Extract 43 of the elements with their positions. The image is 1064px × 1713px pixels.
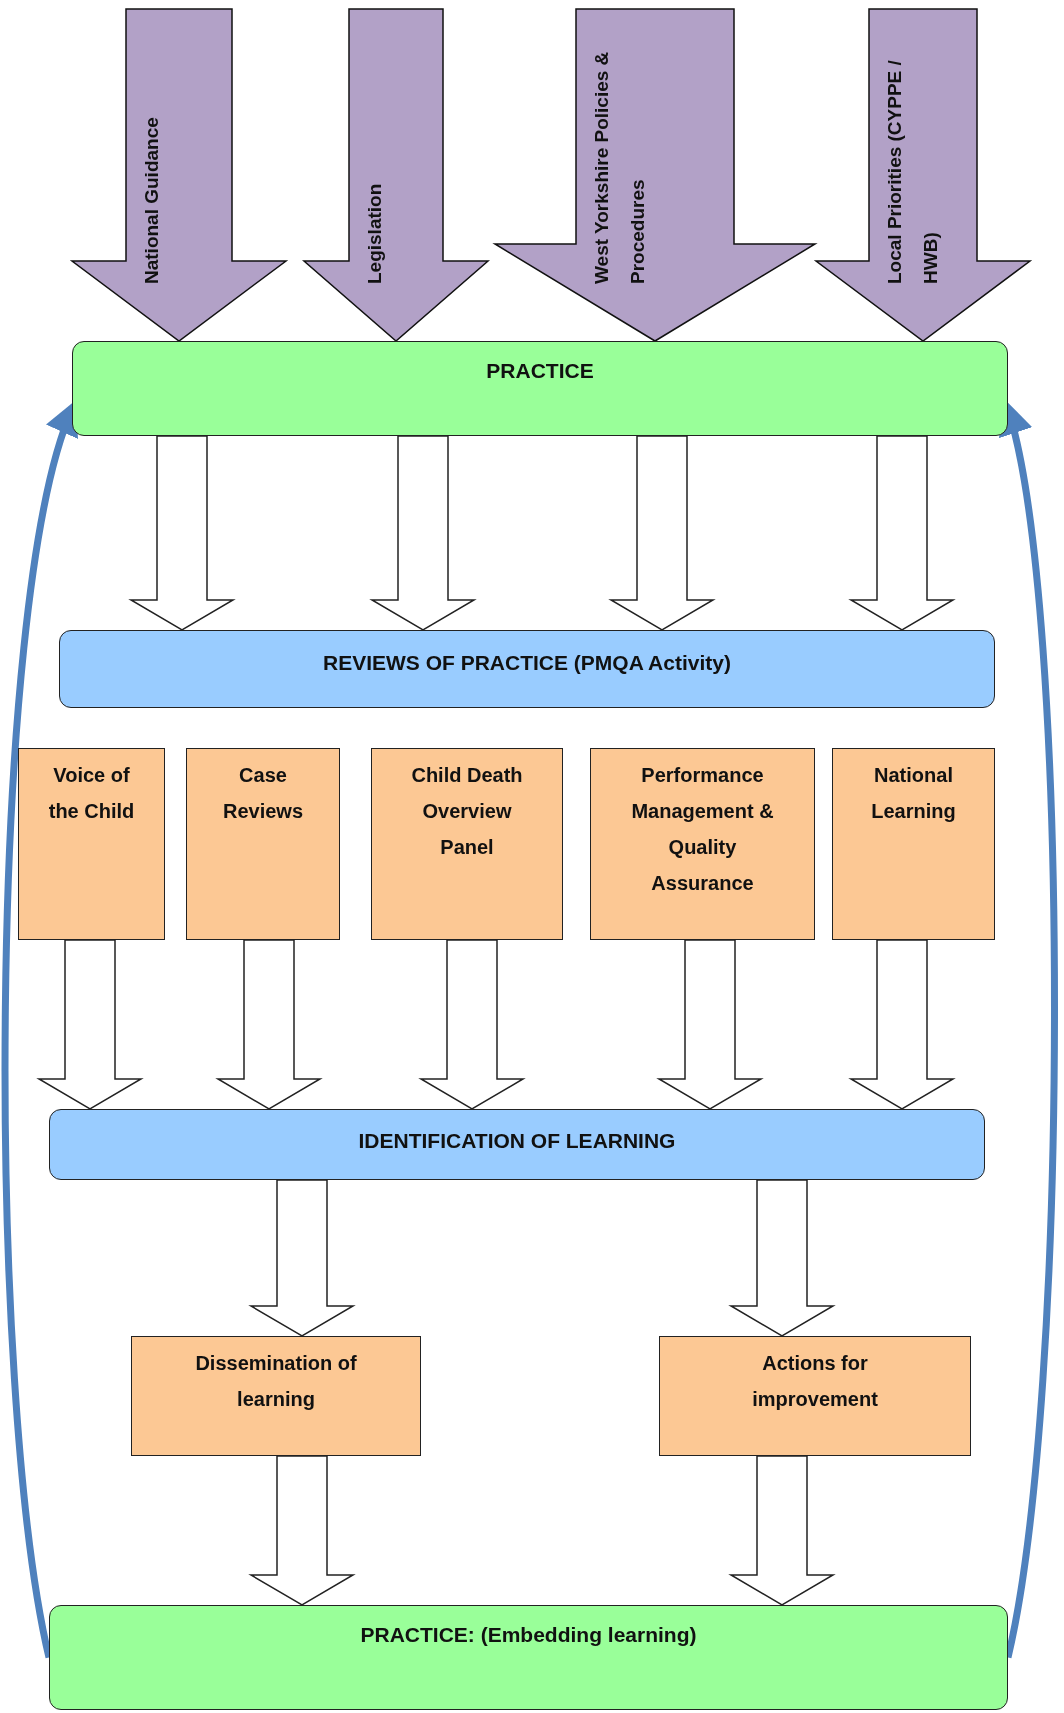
block-arrow (728, 1455, 836, 1606)
arrow-label: Local Priorities (CYPPE / HWB) (883, 59, 943, 284)
block-arrow (248, 1455, 356, 1606)
block-arrow (848, 939, 956, 1110)
practice-bar (49, 1605, 1008, 1710)
bar-label: PRACTICE (486, 358, 594, 384)
arrow-label: West Yorkshire Policies & Procedures (590, 50, 650, 284)
process-box (186, 748, 340, 940)
block-arrow (215, 939, 323, 1110)
process-box (131, 1336, 421, 1456)
block-arrow (248, 1179, 356, 1337)
practice-bar (72, 341, 1008, 436)
stage-bar (49, 1109, 985, 1180)
arrow-label: National Guidance (140, 116, 163, 284)
block-arrow (69, 8, 289, 342)
block-arrow (848, 435, 956, 631)
box-label: Dissemination of learning (194, 1351, 358, 1412)
process-box (590, 748, 815, 940)
block-arrow (128, 435, 236, 631)
block-arrow (656, 939, 764, 1110)
box-label: Actions for improvement (751, 1351, 879, 1412)
process-box (659, 1336, 971, 1456)
box-label: Child Death Overview Panel (410, 763, 524, 860)
block-arrow (418, 939, 526, 1110)
block-arrow (608, 435, 716, 631)
box-label: National Learning (870, 763, 957, 824)
box-label: Voice of the Child (47, 763, 136, 824)
arrow-label: Legislation (363, 182, 386, 284)
block-arrow (36, 939, 144, 1110)
box-label: Case Reviews (221, 763, 305, 824)
process-box (832, 748, 995, 940)
box-label: Performance Management & Quality Assurance (630, 763, 775, 896)
process-box (18, 748, 165, 940)
block-arrow (302, 8, 490, 342)
block-arrow (728, 1179, 836, 1337)
block-arrow (492, 8, 818, 342)
block-arrow (813, 8, 1033, 342)
bar-label: PRACTICE: (Embedding learning) (360, 1622, 697, 1648)
bar-label: REVIEWS OF PRACTICE (PMQA Activity) (323, 650, 731, 676)
process-box (371, 748, 563, 940)
bar-label: IDENTIFICATION OF LEARNING (358, 1128, 676, 1154)
block-arrow (369, 435, 477, 631)
stage-bar (59, 630, 995, 708)
